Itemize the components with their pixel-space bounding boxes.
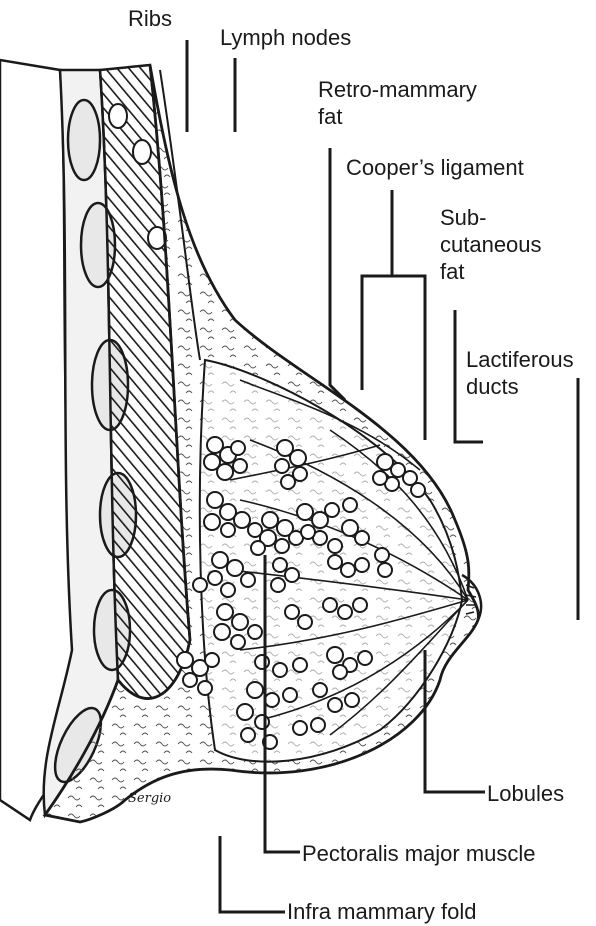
infra-mammary-fold-leader: [220, 836, 285, 912]
label-subcutaneous-fat: Sub- cutaneous fat: [440, 204, 580, 285]
label-lactiferous-ducts: Lactiferous ducts: [466, 346, 581, 400]
label-pectoralis-major-muscle: Pectoralis major muscle: [302, 840, 580, 867]
label-infra-mammary-fold: Infra mammary fold: [287, 898, 477, 925]
retro-mammary-fat-leader: [330, 148, 345, 400]
label-lymph-nodes: Lymph nodes: [220, 24, 351, 51]
label-ribs: Ribs: [128, 5, 172, 32]
label-coopers-ligament: Cooper’s ligament: [346, 154, 578, 181]
label-lobules: Lobules: [487, 780, 580, 807]
artist-signature: Sergio: [128, 791, 171, 806]
coopers-ligament-leader: [362, 276, 425, 440]
rib: [68, 100, 100, 180]
label-retro-mammary-fat: Retro-mammary fat: [318, 76, 477, 130]
